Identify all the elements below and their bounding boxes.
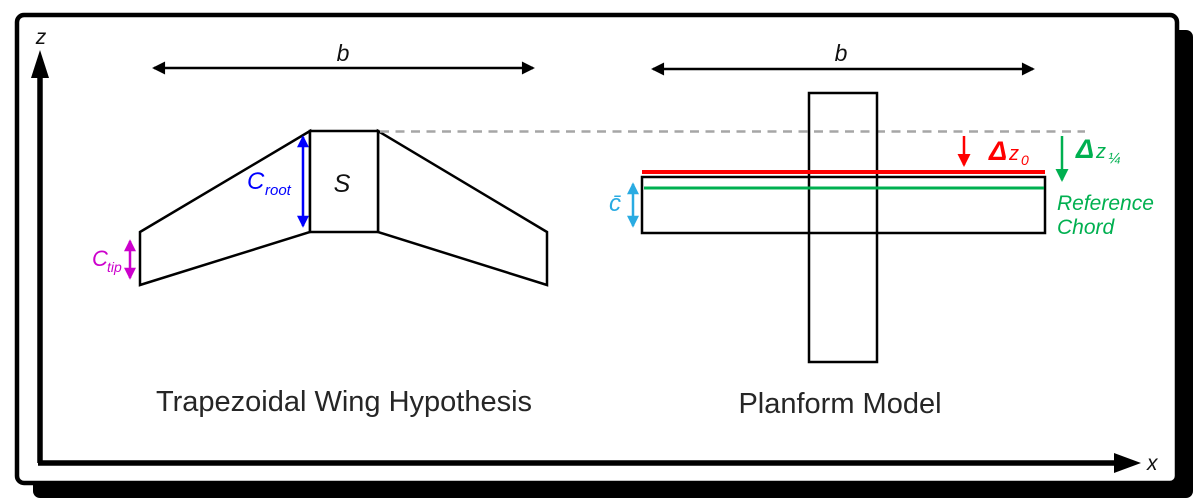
delta-z-quarter-subscript: ¼: [1108, 150, 1121, 167]
z-axis-arrowhead-icon: [31, 50, 49, 78]
delta-z0-delta: Δ: [988, 136, 1007, 166]
planform-wing-rect: [640, 175, 1047, 235]
x-axis-arrowhead-icon: [1114, 453, 1141, 473]
root-chord-label: C: [247, 168, 265, 195]
delta-z-quarter-delta: Δ: [1075, 134, 1094, 164]
delta-z0-subscript: 0: [1021, 152, 1029, 168]
tip-chord-label: C: [92, 246, 108, 271]
delta-z0-symbol: z: [1008, 143, 1019, 165]
z-axis-label: z: [35, 26, 47, 49]
wing-area-label: S: [334, 170, 351, 198]
mean-chord-label: c̄: [609, 190, 621, 217]
planform-model-title: Planform Model: [738, 388, 941, 420]
reference-chord-label-line1: Reference: [1057, 192, 1154, 215]
x-axis-label: x: [1146, 452, 1159, 475]
trapezoidal-wing-title: Trapezoidal Wing Hypothesis: [156, 386, 532, 418]
root-chord-subscript: root: [265, 182, 292, 199]
fuselage-rect: [807, 91, 879, 364]
wing-center-section: [308, 129, 380, 234]
delta-z-quarter-symbol: z: [1095, 141, 1106, 163]
reference-chord-label-line2: Chord: [1057, 216, 1116, 239]
tip-chord-subscript: tip: [107, 259, 122, 275]
planform-span-label: b: [835, 40, 848, 66]
wing-span-label: b: [337, 40, 350, 66]
